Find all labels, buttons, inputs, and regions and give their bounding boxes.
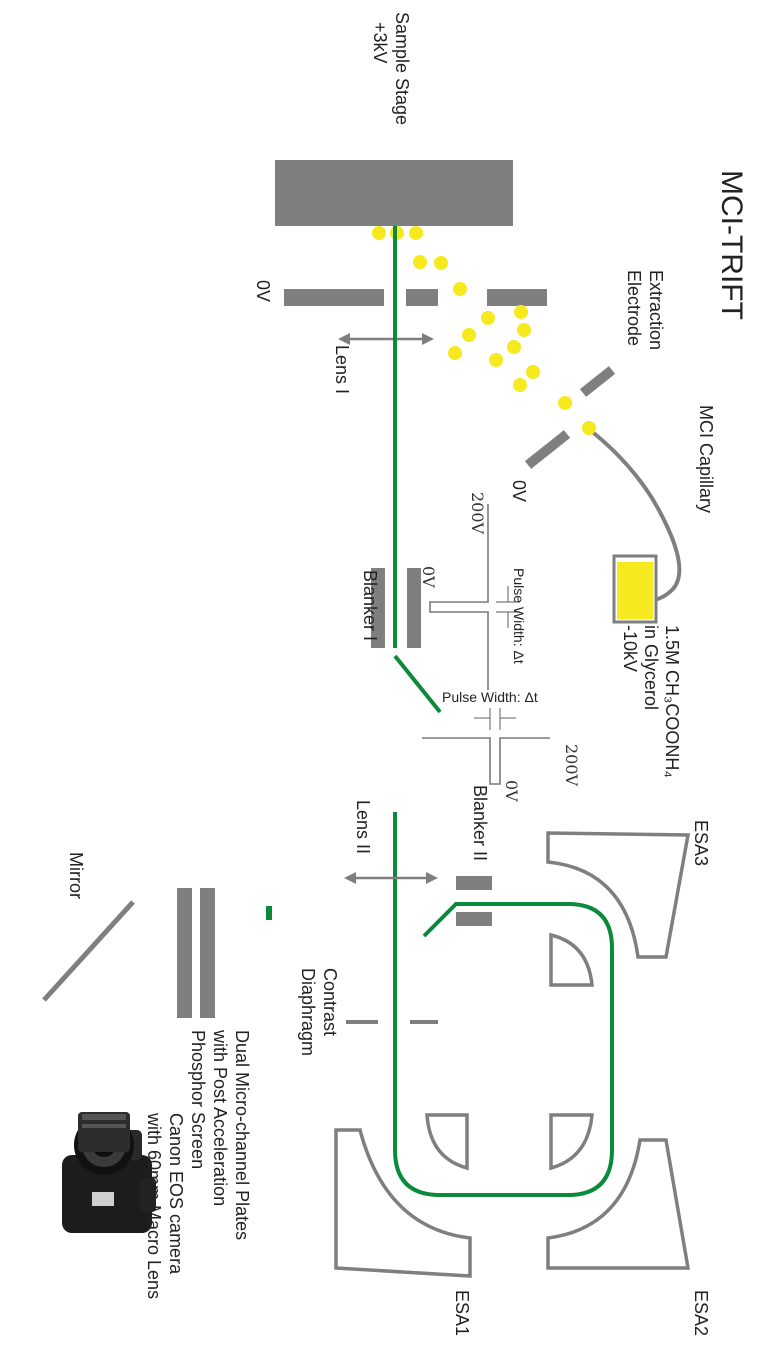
droplets xyxy=(372,226,596,435)
droplet xyxy=(453,282,467,296)
droplet xyxy=(513,378,527,392)
esa1-inner-electrode xyxy=(427,1115,467,1168)
camera-icon xyxy=(62,1112,156,1233)
blanker1-pulse-label: Pulse Width: Δt xyxy=(511,568,527,664)
esa3-electrode xyxy=(548,833,688,957)
droplet xyxy=(489,353,503,367)
extraction-electrode-0v-label: 0V xyxy=(509,480,529,502)
lens1-label: Lens I xyxy=(332,345,352,394)
mcp-label-1: Dual Micro-channel Plates xyxy=(232,1030,252,1240)
lens2-arrow xyxy=(344,872,438,884)
solution-reservoir xyxy=(614,556,656,622)
mcp-plate-2 xyxy=(200,888,215,1018)
detector-beam-spot xyxy=(266,906,272,920)
ion-beam-deflected xyxy=(395,656,440,712)
extraction-electrode-label-1: Extraction xyxy=(646,270,666,350)
esa2-label: ESA2 xyxy=(691,1290,711,1336)
blanker2-200v: 200V xyxy=(562,744,581,787)
droplet xyxy=(372,226,386,240)
extraction-plate-0v xyxy=(284,289,547,306)
esa2-inner-electrode xyxy=(551,1115,592,1168)
droplet xyxy=(558,396,572,410)
droplet xyxy=(582,421,596,435)
mcp-plate-1 xyxy=(177,888,192,1018)
blanker2-pulse-label: Pulse Width: Δt xyxy=(442,689,538,705)
droplet xyxy=(481,311,495,325)
camera-label-2: with 60mm Macro Lens xyxy=(144,1112,164,1299)
lens1-arrow xyxy=(338,333,434,345)
solution-label-1: 1.5M CH₃COONH₄ xyxy=(662,625,682,778)
droplet xyxy=(462,328,476,342)
droplet xyxy=(413,255,427,269)
droplet xyxy=(514,305,528,319)
droplet xyxy=(434,256,448,270)
mcp-label-2: with Post Acceleration xyxy=(210,1029,230,1206)
esa3-inner-electrode xyxy=(551,935,592,985)
mirror-label: Mirror xyxy=(66,852,86,899)
droplet xyxy=(517,323,531,337)
blanker2-plate-top xyxy=(456,876,492,890)
extraction-electrode xyxy=(528,370,612,465)
blanker2-pulse-waveform xyxy=(422,738,550,784)
mci-capillary-label: MCI Capillary xyxy=(696,405,716,513)
contrast-label-1: Contrast xyxy=(320,968,340,1036)
lens2-label: Lens II xyxy=(353,800,373,854)
sample-stage-plate xyxy=(275,160,513,226)
droplet xyxy=(507,340,521,354)
solution-label-2: in Glycerol xyxy=(641,625,661,710)
blanker2-0v: 0V xyxy=(502,780,521,802)
sample-stage-voltage: +3kV xyxy=(370,22,390,64)
extraction-electrode-label-2: Electrode xyxy=(624,270,644,346)
blanker2-pulse-width-marker xyxy=(474,708,516,730)
extraction-plate-0v-label: 0V xyxy=(253,280,273,302)
blanker2-label: Blanker II xyxy=(470,785,490,861)
droplet xyxy=(448,346,462,360)
camera-label-1: Canon EOS camera xyxy=(166,1113,186,1275)
esa3-label: ESA3 xyxy=(691,820,711,866)
blanker1-200v: 200V xyxy=(468,492,487,535)
diagram-title: MCI-TRIFT xyxy=(715,170,748,320)
mirror xyxy=(44,902,133,1000)
blanker1-0v: 0V xyxy=(419,566,438,588)
esa1-electrode xyxy=(336,1130,470,1276)
sample-stage-label: Sample Stage xyxy=(392,12,412,125)
droplet xyxy=(409,226,423,240)
blanker1-plate-right xyxy=(407,568,421,648)
mcp-label-3: Phosphor Screen xyxy=(188,1030,208,1169)
solution-label-3: -10kV xyxy=(620,625,640,672)
blanker1-label: Blanker I xyxy=(360,570,380,641)
droplet xyxy=(526,365,540,379)
contrast-label-2: Diaphragm xyxy=(298,968,318,1056)
blanker2-plate-bottom xyxy=(456,912,492,926)
esa1-label: ESA1 xyxy=(452,1290,472,1336)
